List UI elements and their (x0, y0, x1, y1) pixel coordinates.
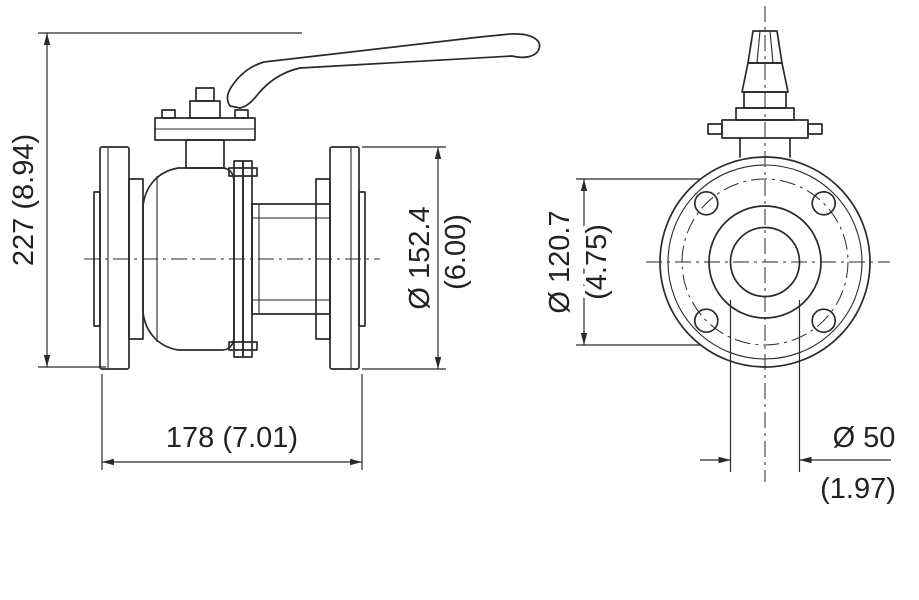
dim-length-label: 178 (7.01) (166, 422, 298, 454)
bolt-circle-centerline (681, 178, 849, 346)
right-flange (315, 146, 366, 370)
bolt-hole-bottom-right (811, 308, 837, 334)
lever-handle (226, 33, 541, 109)
dim-flange-od: Ø 152.4 (6.00) (362, 146, 477, 370)
bolt-hole-top-right (811, 190, 837, 216)
side-view-drawing: 227 (8.94) Ø 152.4 (6.00) 178 (7.01) (4, 32, 541, 470)
front-view-drawing: Ø 120.7 (4.75) Ø 50 (1.97) (540, 6, 900, 510)
dim-bolt-circle: Ø 120.7 (4.75) (540, 178, 700, 346)
bolt-hole-bottom-left (693, 308, 719, 334)
bolt-holes (693, 190, 837, 334)
dim-bore-inch-label: (1.97) (820, 473, 896, 505)
dim-bolt-circle-inch-label: (4.75) (581, 224, 613, 300)
dim-height-label: 227 (8.94) (8, 134, 40, 266)
stem-assembly (154, 87, 256, 169)
dim-flange-od-inch-label: (6.00) (440, 214, 472, 290)
dim-flange-od-label: Ø 152.4 (404, 206, 436, 309)
dim-bolt-circle-label: Ø 120.7 (544, 210, 576, 313)
dim-height: 227 (8.94) (4, 32, 302, 368)
body-flange-joint (228, 160, 258, 358)
bolt-hole-top-left (693, 190, 719, 216)
front-stem-assembly (707, 30, 823, 158)
dim-bore-label: Ø 50 (833, 422, 896, 454)
dim-bore: Ø 50 (1.97) (700, 300, 900, 510)
dim-length: 178 (7.01) (101, 374, 363, 470)
left-flange (93, 146, 144, 370)
bore-circle (729, 226, 801, 298)
flange-face (659, 156, 871, 368)
valve-body (142, 167, 235, 351)
